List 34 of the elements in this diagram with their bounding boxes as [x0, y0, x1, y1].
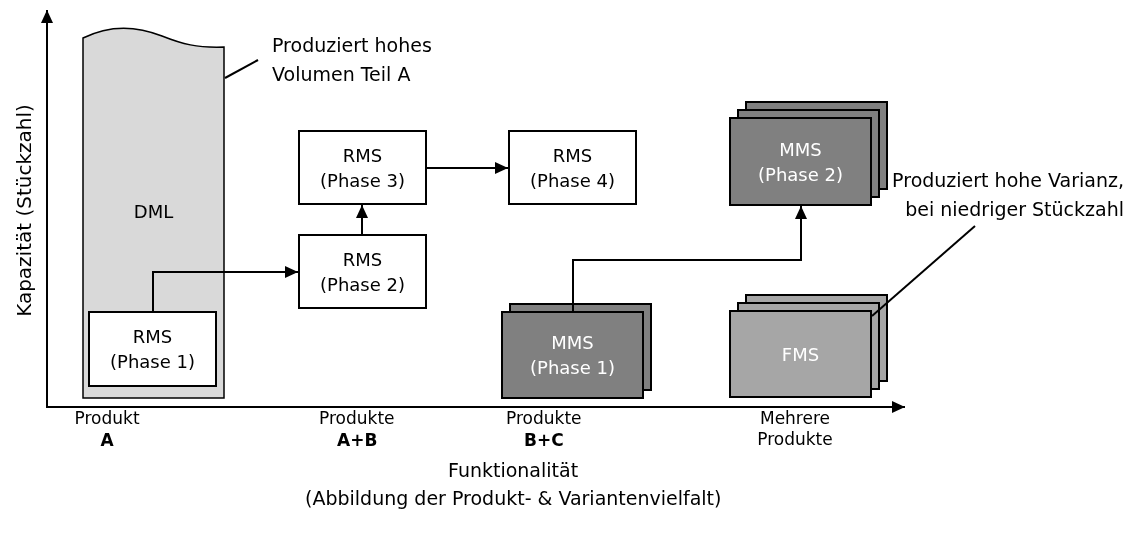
- stacked-process-box: [729, 101, 888, 206]
- arrow: [572, 205, 807, 312]
- leader-line: [871, 225, 976, 317]
- leader-line: [224, 59, 259, 79]
- process-box: [88, 311, 217, 387]
- tick-label: A+B: [337, 429, 378, 451]
- tick-label: Mehrere Produkte: [756, 408, 834, 450]
- process-box: [298, 130, 427, 205]
- annotation-text: Produziert hohe Varianz, bei niedriger Stückzahl: [891, 168, 1124, 222]
- tick-label: Produkte: [506, 407, 582, 429]
- tick-label: Produkte: [319, 407, 395, 429]
- box-label: MMS (Phase 1): [529, 331, 616, 380]
- stacked-process-box: [501, 303, 652, 399]
- box-label: RMS (Phase 2): [319, 247, 406, 297]
- box-label: FMS: [780, 342, 821, 367]
- annotation-text: Produziert hohes Volumen Teil A: [272, 33, 433, 87]
- arrow: [152, 266, 299, 312]
- process-area: [82, 26, 225, 399]
- box-label: DML: [133, 200, 174, 224]
- box-label: RMS (Phase 1): [109, 325, 196, 374]
- axis-title: (Abbildung der Produkt- & Variantenvielfalt): [305, 486, 722, 510]
- process-box: [508, 130, 637, 205]
- tick-label: A: [100, 429, 114, 451]
- box-label: MMS (Phase 2): [757, 137, 844, 187]
- axis-title: Kapazität (Stückzahl): [11, 103, 37, 317]
- arrow: [426, 162, 509, 174]
- tick-label: Produkt: [74, 407, 140, 429]
- axis-title: Funktionalität: [448, 458, 579, 482]
- box-label: RMS (Phase 4): [529, 143, 616, 193]
- arrow: [356, 204, 368, 235]
- stacked-process-box: [729, 294, 888, 398]
- box-label: RMS (Phase 3): [319, 143, 406, 193]
- tick-label: B+C: [524, 429, 564, 451]
- process-box: [298, 234, 427, 309]
